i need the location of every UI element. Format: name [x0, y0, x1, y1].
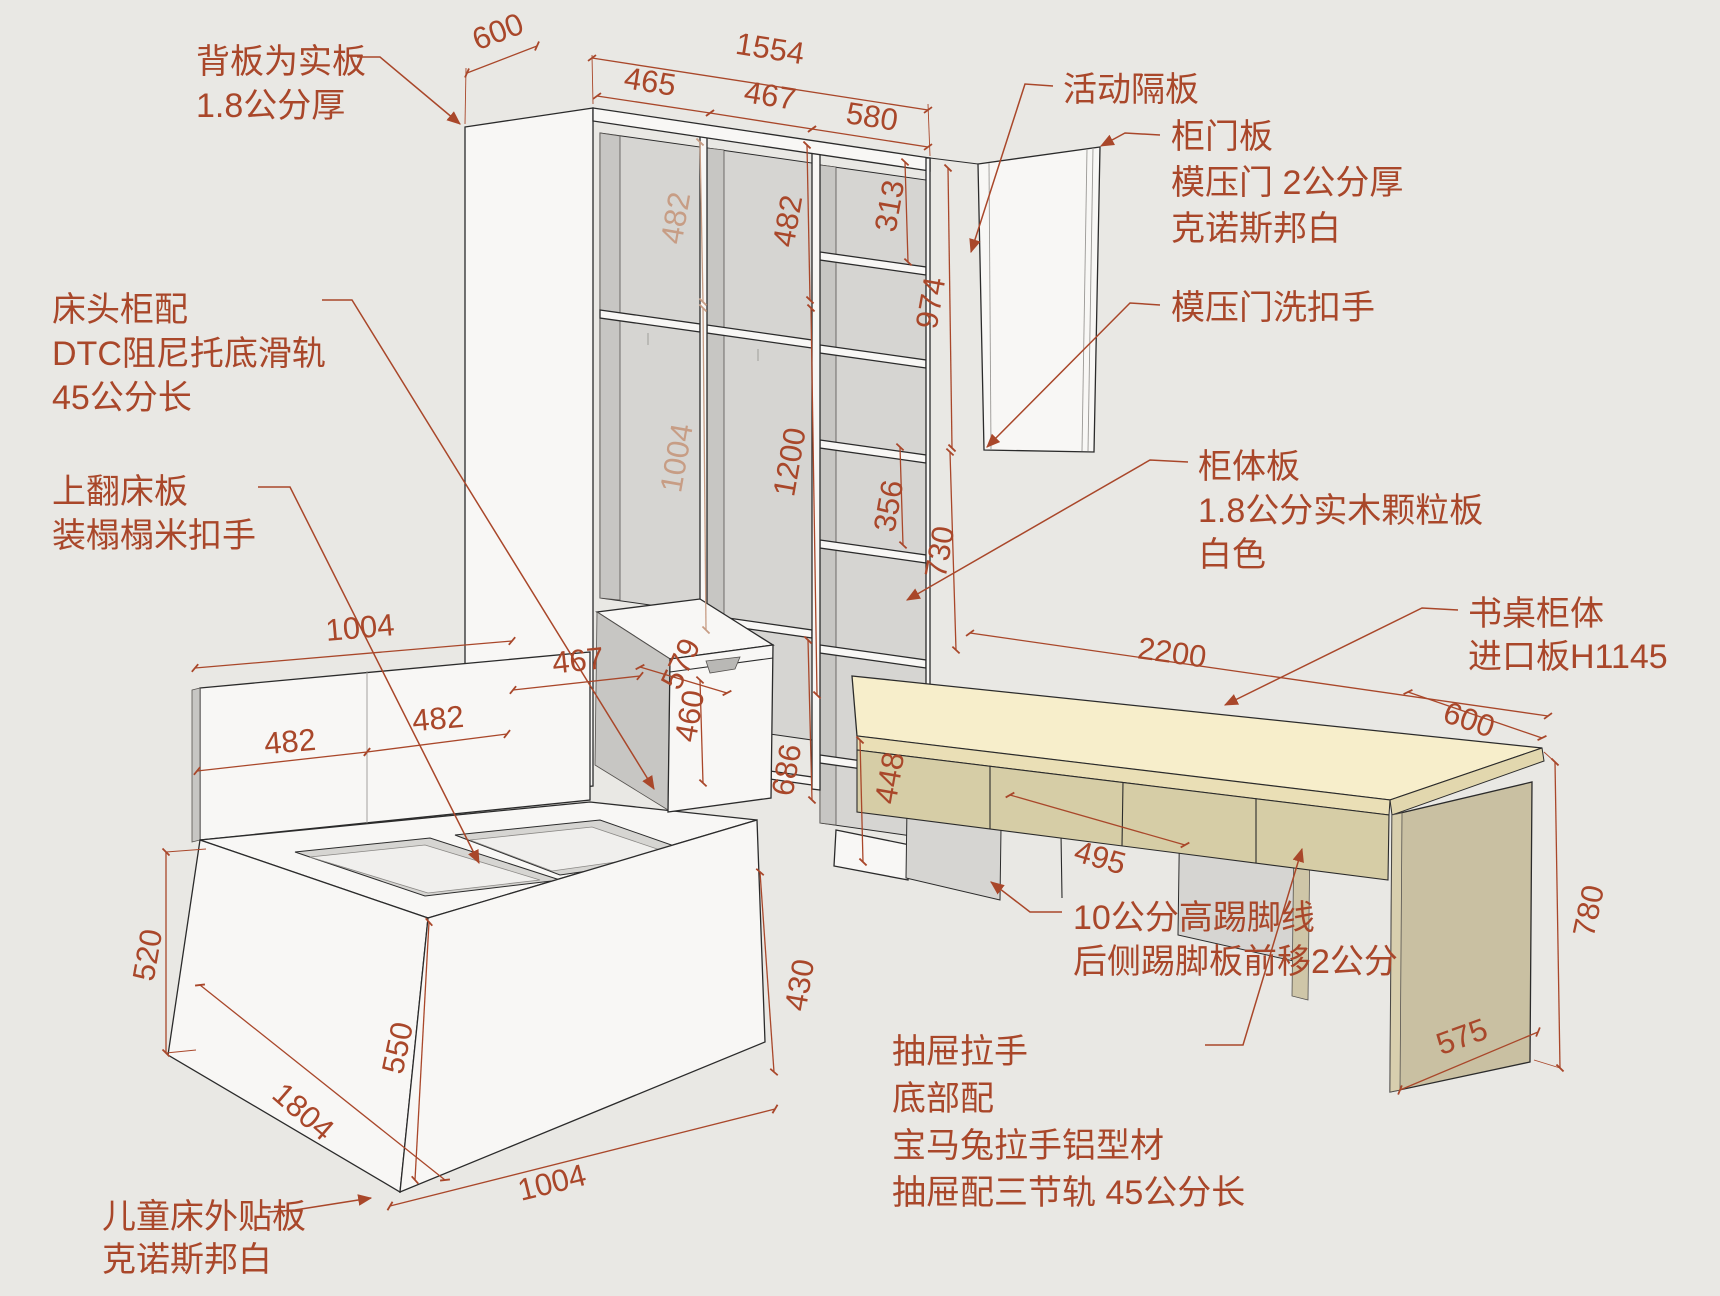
label-door-handle: 模压门洗扣手	[1171, 286, 1375, 330]
label-back-panel: 背板为实板 1.8公分厚	[196, 40, 366, 128]
label-line: 活动隔板	[1063, 71, 1199, 109]
label-line: 柜门板	[1171, 118, 1273, 156]
label-drawer-note: 抽屉拉手 底部配 宝马兔拉手铝型材 抽屉配三节轨 45公分长	[892, 1029, 1245, 1217]
label-desk-body: 书桌柜体 进口板H1145	[1468, 593, 1668, 679]
label-cabinet-body: 柜体板 1.8公分实木颗粒板 白色	[1198, 445, 1483, 577]
dimension-lines	[161, 41, 1565, 1211]
open-door	[929, 146, 1101, 453]
label-line: 抽屉拉手	[892, 1033, 1028, 1071]
label-line: 柜体板	[1198, 448, 1300, 486]
wardrobe-kickboard	[833, 829, 911, 881]
label-line: 装榻榻米扣手	[52, 517, 256, 555]
label-kickline: 10公分高踢脚线 后侧踢脚板前移2公分	[1073, 896, 1398, 984]
label-line: DTC阻尼托底滑轨	[52, 335, 326, 373]
label-line: 1.8公分厚	[196, 87, 346, 125]
label-line: 进口板H1145	[1468, 638, 1668, 676]
dim-482-head-right: 482	[410, 698, 466, 739]
label-bed-outer: 儿童床外贴板 克诺斯邦白	[102, 1196, 306, 1282]
label-line: 10公分高踢脚线	[1073, 899, 1315, 937]
label-movable-shelf: 活动隔板	[1063, 68, 1199, 112]
dim-482-head-left: 482	[262, 721, 318, 762]
dim-1004-headboard: 1004	[324, 607, 396, 648]
label-door-panel: 柜门板 模压门 2公分厚 克诺斯邦白	[1171, 114, 1403, 252]
label-line: 书桌柜体	[1468, 595, 1604, 633]
label-bed-board: 上翻床板 装榻榻米扣手	[52, 470, 256, 558]
label-line: 模压门 2公分厚	[1171, 164, 1404, 202]
label-line: 床头柜配	[52, 291, 188, 329]
label-line: 抽屉配三节轨 45公分长	[892, 1174, 1246, 1212]
label-line: 克诺斯邦白	[102, 1241, 272, 1279]
label-line: 底部配	[892, 1080, 994, 1118]
label-line: 背板为实板	[196, 43, 366, 81]
label-line: 白色	[1198, 536, 1266, 574]
label-line: 宝马兔拉手铝型材	[892, 1127, 1164, 1165]
label-line: 上翻床板	[52, 473, 188, 511]
label-line: 模压门洗扣手	[1171, 289, 1375, 327]
label-line: 克诺斯邦白	[1171, 210, 1341, 248]
dim-467-nightstand: 467	[550, 640, 606, 681]
label-line: 45公分长	[52, 379, 192, 417]
leader-lines	[258, 56, 1459, 1213]
label-line: 儿童床外贴板	[102, 1198, 306, 1236]
label-line: 后侧踢脚板前移2公分	[1073, 943, 1398, 981]
desk	[851, 675, 1545, 1093]
label-line: 1.8公分实木颗粒板	[1198, 492, 1484, 530]
label-nightstand: 床头柜配 DTC阻尼托底滑轨 45公分长	[52, 288, 326, 420]
